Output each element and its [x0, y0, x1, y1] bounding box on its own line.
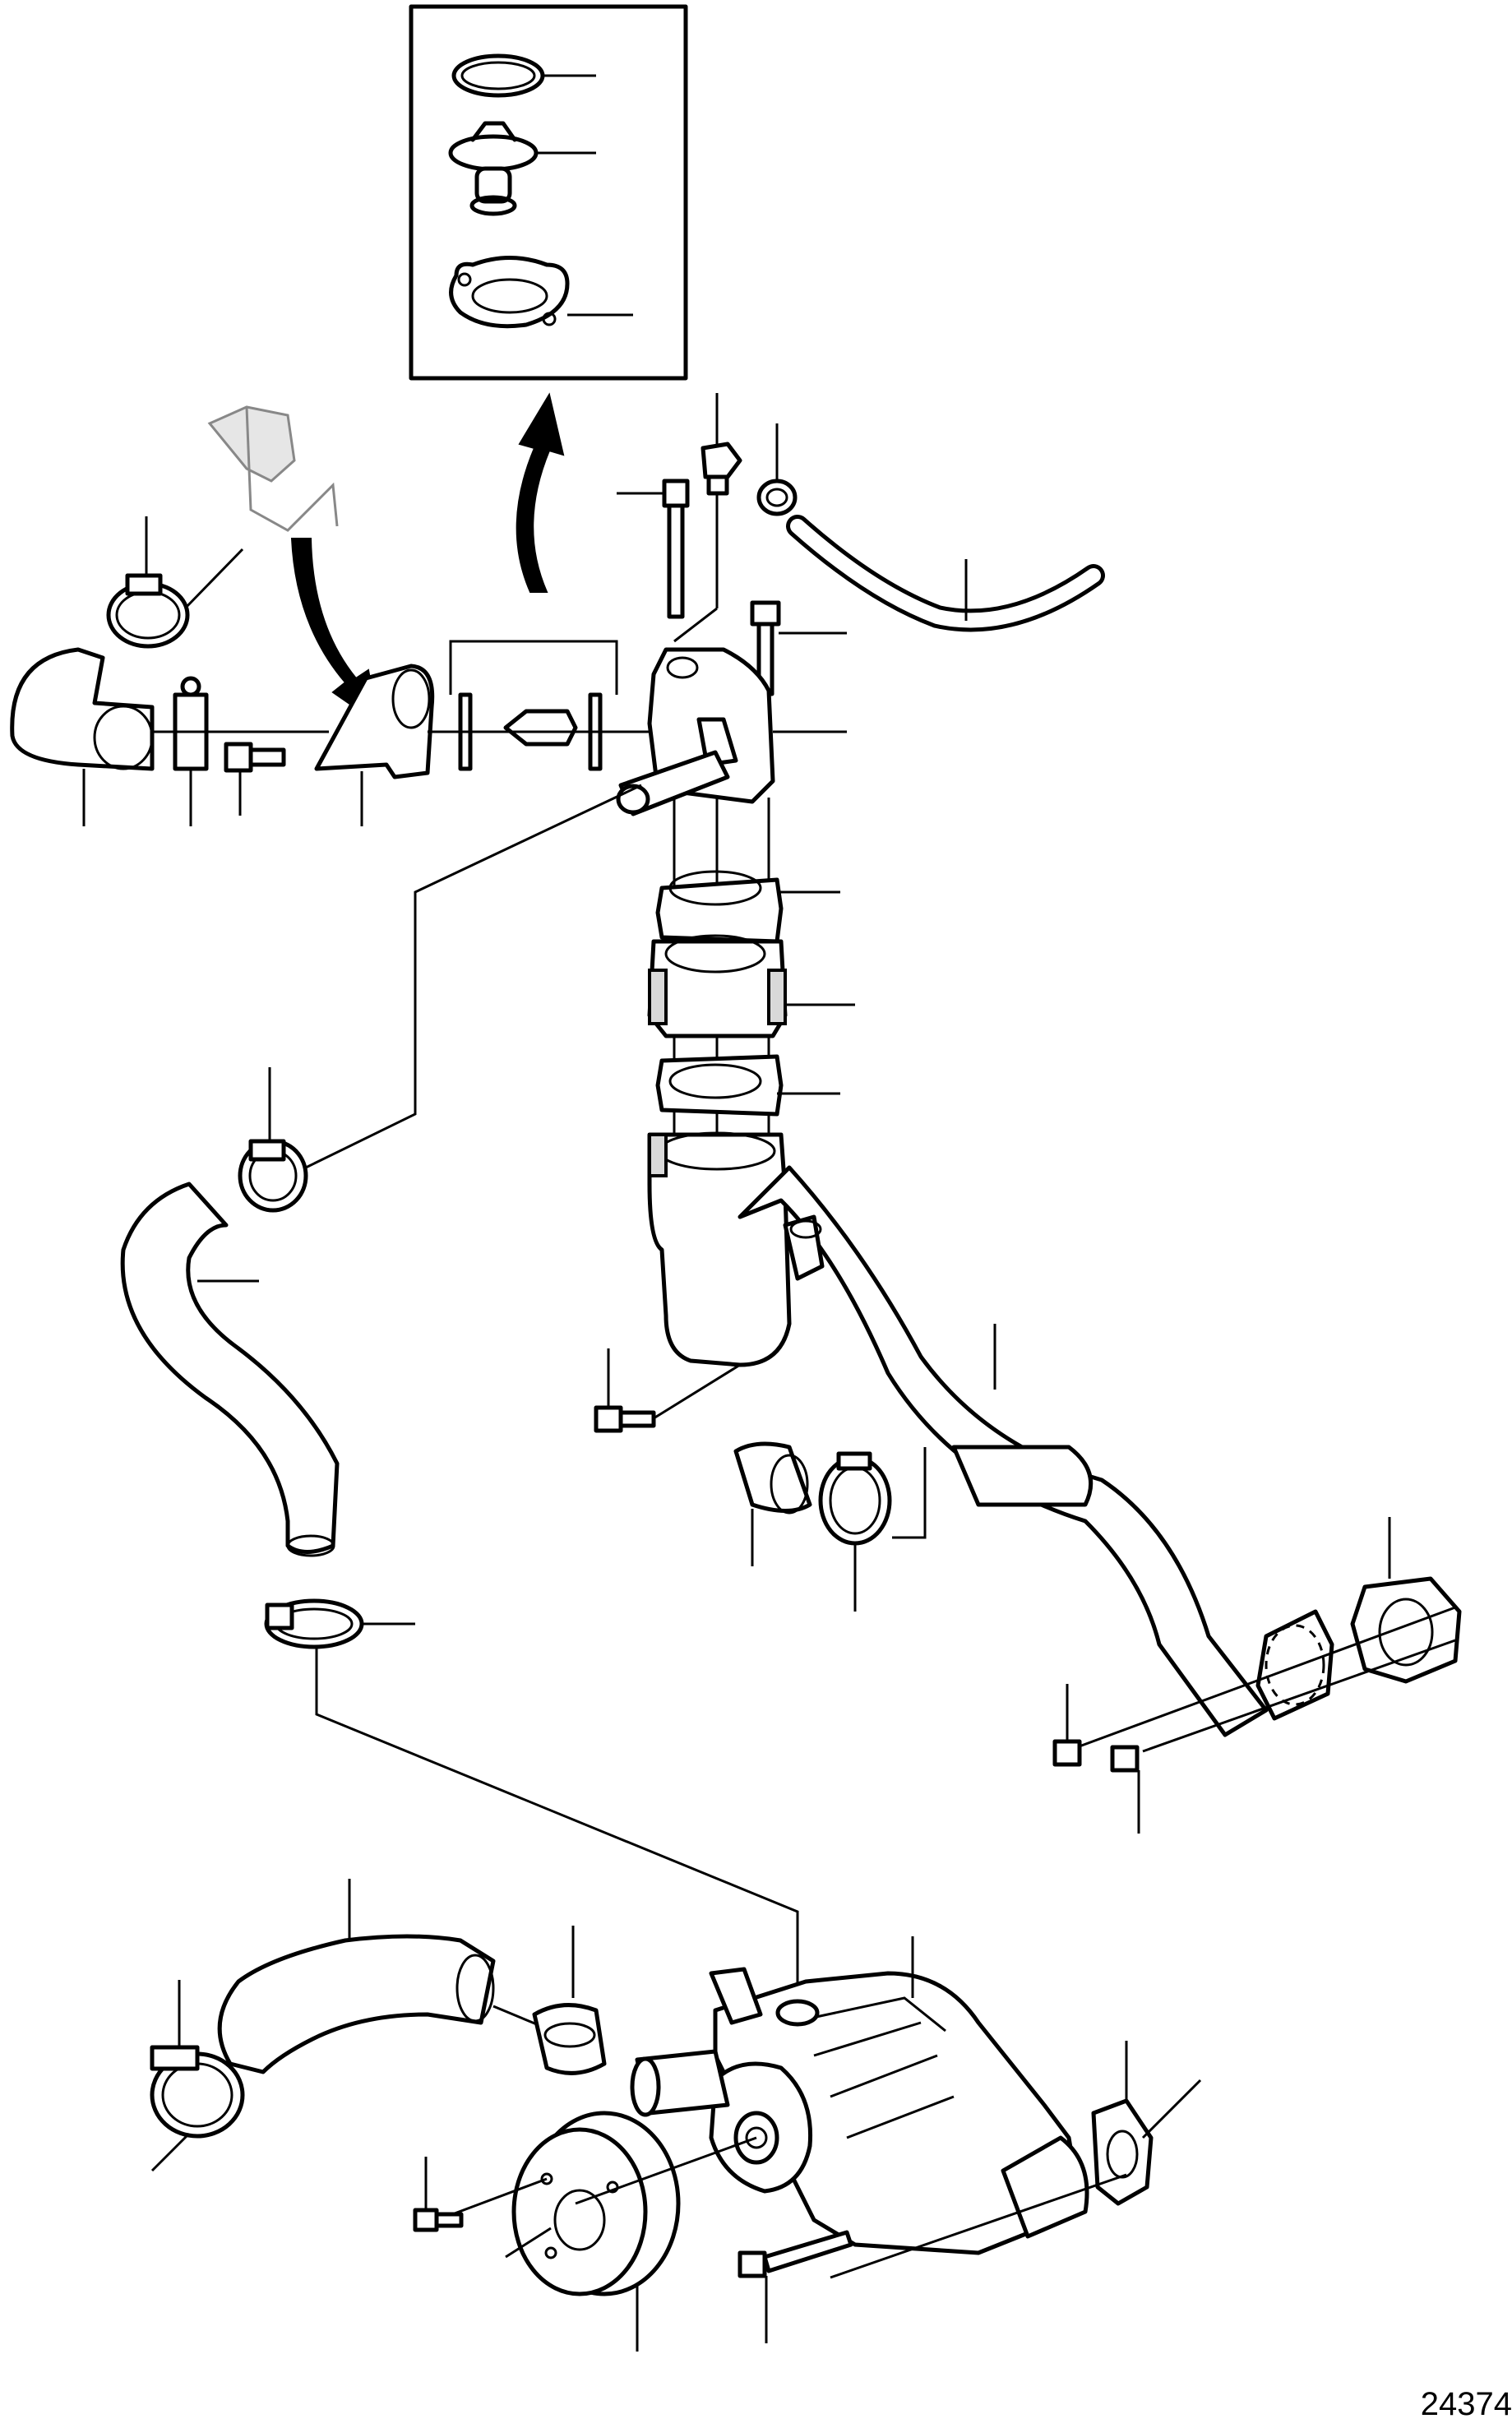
thermostat-cover — [314, 664, 435, 779]
hose-sleeve — [733, 1441, 812, 1515]
arrow-to-inset — [516, 392, 565, 593]
pump-inlet-stub — [630, 2049, 730, 2117]
gasket-upper — [655, 870, 784, 944]
hose-clamp-left — [238, 1139, 308, 1213]
small-bolt-upper — [224, 742, 286, 773]
hose-clamp-lower-left — [264, 1598, 364, 1649]
long-bolt-top — [662, 479, 690, 619]
hose-clamp-pipe — [818, 1451, 892, 1546]
water-pump — [709, 1967, 1089, 2255]
pulley-bolt — [413, 2208, 464, 2232]
thermostat-kit-inset — [409, 4, 688, 381]
spacer-block — [647, 934, 788, 1038]
pump-gasket — [1091, 2098, 1154, 2206]
bolt-housing-lower — [594, 1405, 656, 1433]
thermostat-gasket — [449, 256, 570, 329]
pump-hose-ring — [532, 2003, 607, 2075]
pump-inlet-hose — [217, 1934, 496, 2074]
pump-hub-flange — [709, 2061, 813, 2194]
pump-long-bolt — [738, 2230, 853, 2278]
lower-housing-outlet — [647, 1131, 792, 1367]
upper-hose-elbow — [10, 647, 155, 771]
coolant-pipe-right — [738, 1165, 1269, 1737]
vent-hose — [786, 515, 1105, 632]
bypass-hose-long — [120, 1182, 340, 1557]
bolt-flange-b — [1110, 1745, 1140, 1773]
temperature-sender — [173, 676, 209, 771]
temperature-sensor-clip — [207, 405, 339, 532]
bolt-flange-a — [1052, 1739, 1082, 1767]
elbow-fitting — [701, 442, 742, 496]
gasket-lower — [655, 1054, 784, 1117]
hose-clamp-small-top — [756, 479, 798, 516]
thermostat — [448, 121, 539, 216]
pipe-flange — [1255, 1609, 1334, 1721]
flange-gasket — [1350, 1576, 1462, 1684]
hose-clamp-pump — [150, 2045, 245, 2139]
hose-clamp-upper — [106, 573, 190, 649]
pump-pulley — [511, 2111, 681, 2296]
figure-number: 24374 — [1420, 2386, 1512, 2422]
